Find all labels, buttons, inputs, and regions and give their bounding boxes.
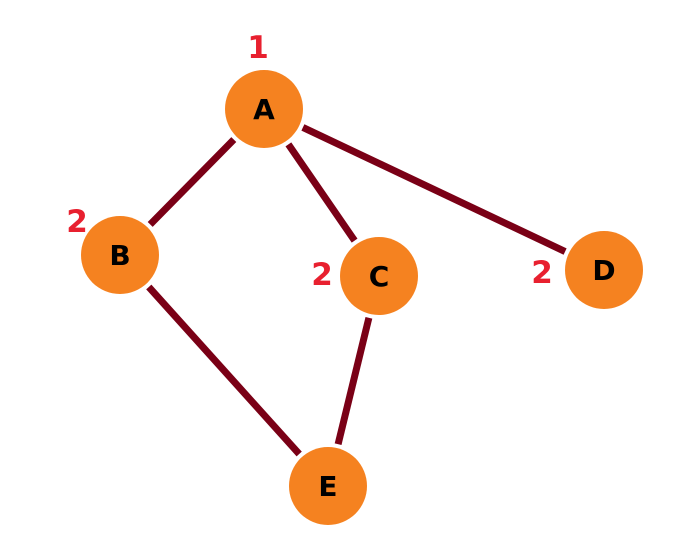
node-e-label: E <box>318 470 337 503</box>
node-d: D2 <box>531 231 643 309</box>
node-b-label: B <box>109 239 130 272</box>
node-b-number: 2 <box>66 204 88 240</box>
node-a: A1 <box>225 30 303 148</box>
node-c-circle <box>340 237 418 315</box>
node-c-number: 2 <box>311 257 333 293</box>
node-a-circle <box>225 70 303 148</box>
edge-a-b <box>147 137 237 227</box>
node-d-number: 2 <box>531 255 553 291</box>
edges-layer <box>146 124 567 457</box>
node-e-circle <box>289 447 367 525</box>
node-e: E <box>289 447 367 525</box>
node-b: B2 <box>66 204 159 294</box>
node-c-label: C <box>369 260 390 293</box>
edge-a-d <box>301 124 567 255</box>
edge-c-e <box>334 316 373 446</box>
node-d-circle <box>565 231 643 309</box>
edge-b-e <box>146 284 302 457</box>
node-d-label: D <box>592 254 615 287</box>
node-a-label: A <box>253 93 275 126</box>
node-c: C2 <box>311 237 418 315</box>
edge-a-c <box>285 142 358 243</box>
node-a-number: 1 <box>247 30 269 66</box>
node-b-circle <box>81 216 159 294</box>
